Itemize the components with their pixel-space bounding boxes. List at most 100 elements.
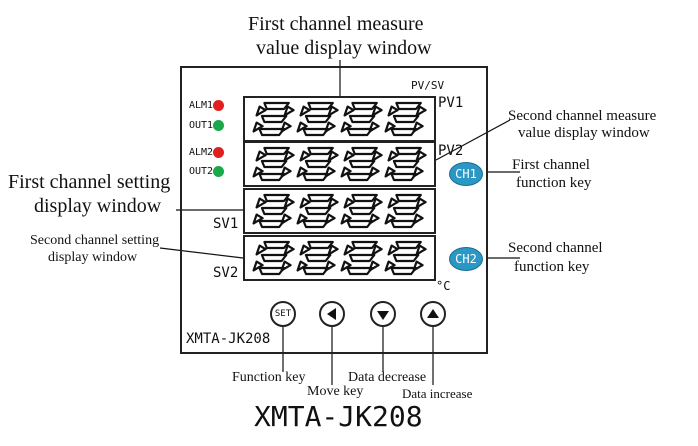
celsius-unit: °C [436, 279, 451, 293]
segment-d [258, 127, 286, 137]
segment-c [280, 213, 292, 225]
segment-a [351, 240, 378, 250]
pv1-display-window [243, 96, 436, 142]
segment-d [258, 219, 286, 229]
segment-b [415, 244, 427, 256]
segment-b [371, 244, 383, 256]
segment-e [340, 260, 352, 272]
set-key-label: SET [274, 309, 292, 319]
alm2-led-icon [213, 147, 224, 158]
segment-a [307, 240, 334, 250]
segment-g [304, 114, 332, 124]
out1-label: OUT1 [189, 120, 214, 131]
segment-d [302, 127, 330, 137]
seven-segment-digit [340, 193, 383, 229]
segment-g [348, 114, 376, 124]
pv2-label: PV2 [438, 143, 464, 159]
segment-e [296, 121, 308, 133]
seven-segment-digit [340, 101, 383, 137]
alm1-led-icon [213, 100, 224, 111]
move-key-button[interactable] [319, 301, 345, 327]
segment-e [384, 213, 396, 225]
increase-key-button[interactable] [420, 301, 446, 327]
segment-a [351, 101, 378, 111]
sv1-digits [252, 193, 427, 229]
segment-a [263, 101, 290, 111]
label-data-increase: Data increase [402, 386, 473, 401]
segment-e [252, 260, 264, 272]
segment-b [327, 197, 339, 209]
label-second-measure-2: value display window [518, 125, 650, 141]
seven-segment-digit [384, 101, 427, 137]
segment-d [390, 266, 417, 276]
pvsv-label: PV/SV [411, 79, 445, 92]
segment-b [283, 197, 295, 209]
segment-f [387, 197, 399, 209]
label-first-measure-1: First channel measure [248, 13, 424, 35]
segment-f [343, 244, 355, 256]
segment-c [368, 213, 380, 225]
label-first-setting-2: display window [34, 195, 162, 217]
segment-a [395, 101, 422, 111]
segment-f [387, 244, 399, 256]
sv2-label: SV2 [213, 265, 239, 281]
sv1-label: SV1 [213, 216, 239, 232]
segment-f [343, 150, 355, 162]
segment-g [392, 206, 420, 216]
decrease-key-button[interactable] [370, 301, 396, 327]
segment-c [412, 260, 424, 272]
seven-segment-digit [384, 193, 427, 229]
segment-b [327, 150, 339, 162]
seven-segment-digit [252, 101, 295, 137]
label-ch1-function-1: First channel [512, 157, 590, 173]
label-ch1-function-2: function key [516, 175, 592, 191]
segment-d [346, 219, 374, 229]
segment-f [387, 150, 399, 162]
segment-d [346, 127, 374, 137]
label-function-key: Function key [232, 370, 306, 385]
segment-c [324, 121, 336, 133]
seven-segment-digit [296, 240, 339, 276]
segment-f [343, 197, 355, 209]
label-first-measure-2: value display window [256, 37, 432, 59]
pv1-label: PV1 [438, 95, 464, 111]
segment-e [252, 121, 264, 133]
segment-d [302, 219, 330, 229]
segment-b [371, 197, 383, 209]
segment-b [283, 244, 295, 256]
ch2-key-button[interactable]: CH2 [449, 247, 483, 271]
segment-a [351, 193, 378, 203]
label-second-measure-1: Second channel measure [508, 108, 657, 124]
segment-c [280, 260, 292, 272]
ch1-key-button[interactable]: CH1 [449, 162, 483, 186]
segment-a [263, 146, 290, 156]
segment-g [348, 206, 376, 216]
segment-a [395, 240, 422, 250]
caption-model: XMTA-JK208 [254, 400, 423, 433]
segment-f [255, 244, 267, 256]
pv1-digits [252, 101, 427, 137]
label-second-setting-2: display window [48, 250, 138, 265]
segment-g [392, 253, 420, 263]
segment-f [255, 197, 267, 209]
segment-e [384, 121, 396, 133]
label-first-setting-1: First channel setting [8, 171, 171, 193]
label-data-decrease: Data decrease [348, 370, 427, 385]
segment-a [307, 193, 334, 203]
segment-b [415, 197, 427, 209]
label-move-key: Move key [307, 384, 364, 399]
out1-led-icon [213, 120, 224, 131]
segment-c [368, 121, 380, 133]
segment-d [346, 172, 374, 182]
segment-f [255, 105, 267, 117]
seven-segment-digit [384, 146, 427, 182]
segment-d [390, 172, 417, 182]
segment-g [348, 253, 376, 263]
segment-d [258, 266, 286, 276]
label-ch2-function-2: function key [514, 259, 590, 275]
segment-e [252, 166, 264, 178]
segment-d [346, 266, 374, 276]
set-key-button[interactable]: SET [270, 301, 296, 327]
